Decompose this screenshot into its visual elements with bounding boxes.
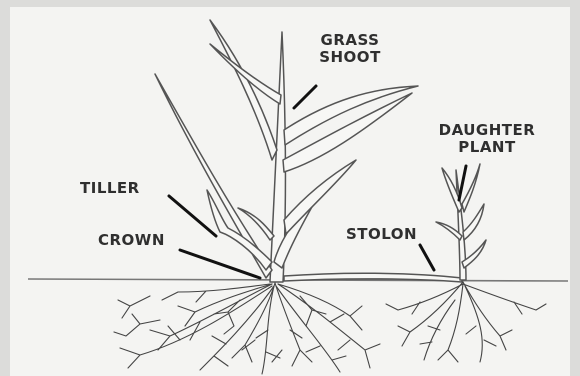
daughter-plant-label: DAUGHTER PLANT [417,122,557,156]
daughter-plant-label-line1: DAUGHTER [417,122,557,139]
main-root-system [114,283,380,374]
tiller-label: TILLER [80,180,140,197]
grass-shoot-label: GRASS SHOOT [305,32,395,66]
tiller-leader [169,196,216,236]
grass-shoot-leader [294,86,316,108]
grass-shoot-label-line2: SHOOT [305,49,395,66]
stolon-leader [420,245,434,270]
daughter-root-system [386,282,546,362]
grass-shoot-label-line1: GRASS [305,32,395,49]
stolon-label: STOLON [346,226,417,243]
daughter-plant [436,164,486,280]
daughter-plant-label-line2: PLANT [417,139,557,156]
crown-label: CROWN [98,232,165,249]
daughter-plant-leader [459,166,466,200]
crown-leader [180,250,260,278]
